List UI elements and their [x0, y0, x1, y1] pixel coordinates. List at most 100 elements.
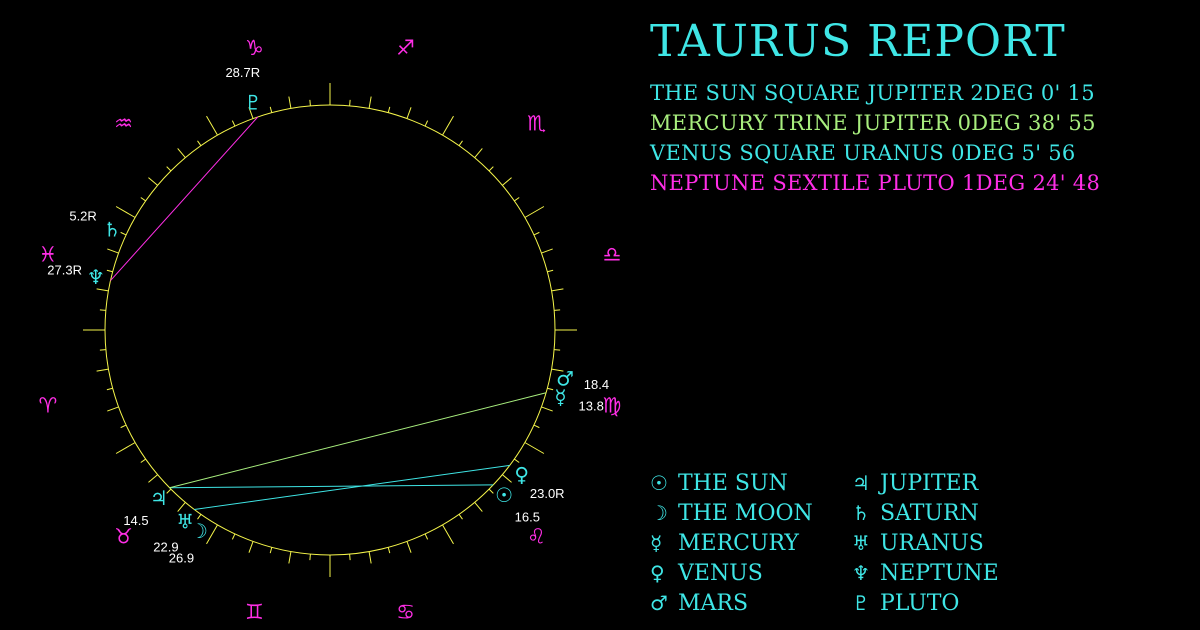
saturn-icon: ♄: [103, 217, 121, 241]
degree-tick: [206, 115, 218, 136]
legend-item-venus: ♀ VENUS: [650, 558, 763, 588]
jupiter-icon: ♃: [150, 486, 168, 510]
degree-tick: [177, 502, 186, 512]
degree-tick: [309, 554, 311, 561]
degree-tick: [502, 474, 512, 483]
mercury-degree-label: 13.8: [579, 398, 604, 413]
legend-label: THE MOON: [678, 501, 813, 526]
aspect-line-neptune-pluto: [110, 116, 259, 281]
degree-tick: [458, 514, 463, 520]
zodiac-signs: ♈♉♊♋♌♍♎♏♐♑♒♓: [39, 36, 622, 624]
saturn-degree-label: 5.2R: [69, 208, 96, 223]
moon-degree-label: 26.9: [169, 550, 194, 565]
degree-tick: [474, 502, 483, 512]
degree-tick: [458, 140, 463, 146]
degree-tick: [424, 533, 429, 540]
mars-icon: ♂: [650, 591, 668, 615]
zodiac-libra-icon: ♎: [603, 242, 622, 266]
degree-tick: [551, 368, 564, 372]
planet-markers: ☉16.5☽26.9☿13.8♀23.0R♂18.4♃14.5♄5.2R♅22.…: [47, 65, 609, 566]
degree-tick: [197, 514, 202, 520]
legend-item-moon: ☽THE MOON: [650, 498, 813, 528]
legend-label: MERCURY: [678, 531, 799, 556]
degree-tick: [442, 524, 454, 545]
degree-tick: [514, 458, 520, 463]
degree-tick: [231, 120, 236, 127]
degree-tick: [106, 387, 113, 391]
legend-item-mars: ♂ MARS: [650, 588, 748, 618]
degree-tick: [387, 547, 391, 554]
aspect-line-mercury-jupiter: [169, 392, 547, 489]
neptune-degree-label: 27.3R: [47, 263, 82, 278]
degree-tick: [533, 424, 540, 429]
degree-tick: [406, 107, 412, 119]
legend-item-pluto: ♇PLUTO: [852, 588, 959, 618]
degree-tick: [368, 96, 372, 109]
degree-tick: [106, 269, 113, 273]
degree-tick: [541, 248, 553, 254]
moon-icon: ☽: [190, 519, 208, 543]
degree-tick: [148, 177, 158, 186]
degree-tick: [547, 269, 554, 273]
degree-tick: [288, 551, 292, 564]
legend-label: MARS: [678, 591, 749, 616]
degree-tick: [524, 442, 545, 454]
neptune-icon: ♆: [87, 265, 105, 289]
mercury-icon: ☿: [554, 385, 566, 409]
sun-icon: ☉: [495, 483, 513, 507]
aspect-list: THE SUN SQUARE JUPITER 2DEG 0' 15 MERCUR…: [650, 78, 1100, 198]
legend-item-jupiter: ♃JUPITER: [852, 468, 978, 498]
zodiac-pisces-icon: ♓: [39, 242, 58, 266]
legend-item-sun: ☉THE SUN: [650, 468, 788, 498]
degree-tick: [406, 541, 412, 553]
zodiac-leo-icon: ♌: [527, 524, 546, 548]
jupiter-icon: ♃: [852, 471, 870, 495]
aspect-venus-square-uranus: VENUS SQUARE URANUS 0DEG 5' 56: [650, 141, 1076, 165]
degree-tick: [115, 442, 136, 454]
report-title: TAURUS REPORT: [650, 16, 1066, 67]
degree-tick: [148, 474, 158, 483]
degree-tick: [99, 309, 106, 311]
aspect-line-sun-jupiter: [169, 484, 494, 489]
legend-label: VENUS: [678, 561, 763, 586]
degree-tick: [541, 406, 553, 412]
degree-tick: [248, 541, 254, 553]
legend-label: THE SUN: [678, 471, 788, 496]
degree-tick: [248, 107, 254, 119]
legend-label: NEPTUNE: [880, 561, 999, 586]
mars-icon: ♂: [556, 366, 574, 390]
degree-tick: [96, 368, 109, 372]
degree-tick: [120, 231, 127, 236]
legend-item-neptune: ♆NEPTUNE: [852, 558, 999, 588]
legend-item-saturn: ♄SATURN: [852, 498, 979, 528]
degree-tick: [554, 349, 561, 351]
degree-tick: [488, 488, 494, 494]
degree-ticks: [83, 83, 577, 577]
degree-tick: [140, 458, 146, 463]
degree-tick: [140, 197, 146, 202]
degree-tick: [120, 424, 127, 429]
degree-tick: [387, 106, 391, 113]
degree-tick: [474, 148, 483, 158]
degree-tick: [442, 115, 454, 136]
venus-icon: ♀: [650, 561, 665, 585]
legend-item-mercury: ☿MERCURY: [650, 528, 799, 558]
legend-item-uranus: ♅URANUS: [852, 528, 984, 558]
degree-tick: [288, 96, 292, 109]
legend-label: SATURN: [880, 501, 979, 526]
zodiac-gemini-icon: ♊: [245, 600, 264, 624]
degree-tick: [502, 177, 512, 186]
degree-tick: [524, 206, 545, 218]
degree-tick: [231, 533, 236, 540]
zodiac-cancer-icon: ♋: [396, 600, 415, 624]
pluto-degree-label: 28.7R: [225, 65, 260, 80]
aspect-sun-square-jupiter: THE SUN SQUARE JUPITER 2DEG 0' 15: [650, 81, 1095, 105]
degree-tick: [177, 148, 186, 158]
wheel-circle: [104, 104, 556, 556]
degree-tick: [349, 554, 351, 561]
degree-tick: [96, 288, 109, 292]
degree-tick: [206, 524, 218, 545]
degree-tick: [554, 309, 561, 311]
uranus-icon: ♅: [176, 509, 194, 533]
